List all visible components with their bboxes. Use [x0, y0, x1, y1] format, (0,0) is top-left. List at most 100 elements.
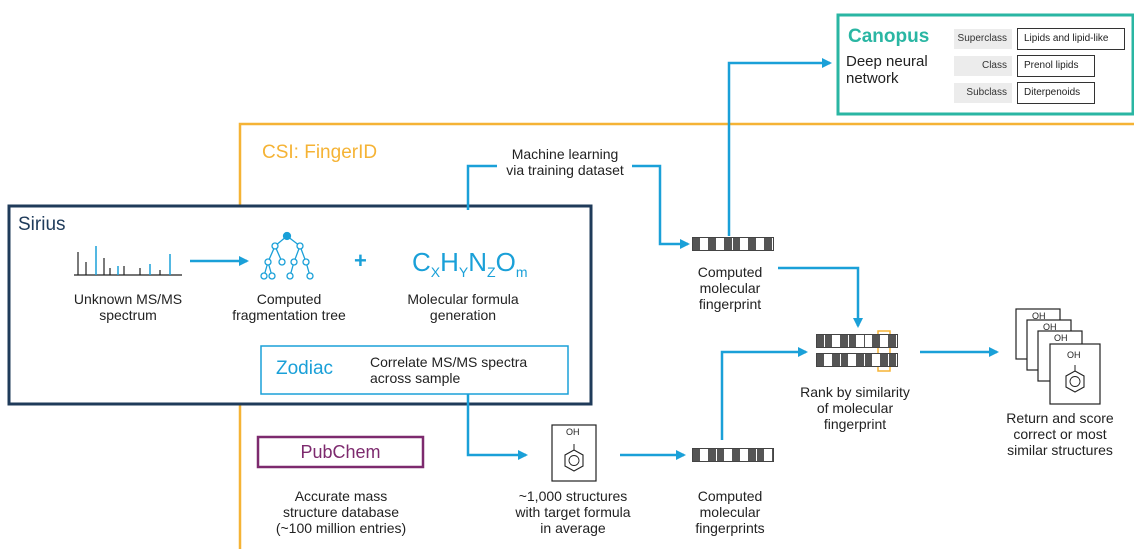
oh-label-stack-3: OH [1054, 333, 1068, 343]
fingerprint-cell [741, 449, 749, 461]
computed-fingerprints-label: Computed molecular fingerprints [678, 488, 782, 536]
fingerprint-cell [741, 238, 749, 250]
rank-fingerprint-bottom [816, 353, 898, 367]
computed-fp-line3: fingerprint [698, 296, 762, 312]
formula-x: X [430, 264, 441, 281]
fingerprint-cell [873, 335, 881, 347]
ml-line2: via training dataset [506, 162, 624, 178]
spectrum-line2: spectrum [99, 307, 157, 323]
fingerprint-cell [881, 354, 889, 366]
fingerprint-cell [701, 238, 709, 250]
oh-label-stack-1: OH [1032, 311, 1046, 321]
tree-label: Computed fragmentation tree [214, 291, 364, 323]
rank-line2: of molecular [816, 400, 894, 416]
csi-frame [238, 122, 1134, 549]
canopus-desc-line2: network [846, 70, 899, 87]
fingerprint-cell [757, 449, 765, 461]
ml-label: Machine learning via training dataset [482, 146, 648, 178]
rank-line1: Rank by similarity [800, 384, 910, 400]
fingerprint-cell [765, 238, 773, 250]
oh-label-card: OH [566, 427, 580, 437]
zodiac-line2: across sample [370, 370, 461, 386]
spectrum-line1: Unknown MS/MS [73, 291, 183, 307]
computed-fps-line2: molecular [699, 504, 761, 520]
structure-card-icon [551, 424, 597, 482]
zodiac-frame [260, 345, 569, 395]
tree-line2: fragmentation tree [232, 307, 346, 323]
structures-label: ~1,000 structures with target formula in… [498, 488, 648, 536]
fingerprint-cell [857, 335, 865, 347]
canopus-val-class: Prenol lipids [1017, 55, 1095, 77]
computed-fps-line1: Computed [697, 488, 763, 504]
structures-line2: with target formula [515, 504, 631, 520]
formula-n: N [468, 247, 488, 277]
fingerprint-cell [841, 354, 849, 366]
oh-label-stack-2: OH [1043, 322, 1057, 332]
molecular-formula: CXHYNZOm [412, 248, 528, 286]
rank-line3: fingerprint [823, 416, 887, 432]
fingerprint-cell [865, 335, 873, 347]
fingerprint-cell [833, 335, 841, 347]
computed-fp-line1: Computed [697, 264, 763, 280]
spectrum-icon [74, 246, 182, 276]
fingerprint-cell [749, 238, 757, 250]
result-stack-icon [1015, 308, 1101, 405]
fingerprint-cell [749, 449, 757, 461]
computed-fingerprint-bar [692, 237, 774, 251]
fingerprint-cell [857, 354, 865, 366]
fingerprint-cell [717, 238, 725, 250]
formula-label: Molecular formula generation [388, 291, 538, 323]
fingerprint-cell [889, 354, 897, 366]
fingerprint-cell [841, 335, 849, 347]
pubchem-line3: (~100 million entries) [275, 520, 407, 536]
formula-h: H [440, 247, 459, 277]
zodiac-title: Zodiac [276, 358, 334, 379]
canopus-val-subclass: Diterpenoids [1017, 82, 1095, 104]
result-line1: Return and score [1006, 410, 1114, 426]
tree-line1: Computed [256, 291, 322, 307]
result-line2: correct or most [1013, 426, 1107, 442]
fingerprint-cell [833, 354, 841, 366]
arrow-fingerprint-canopus [727, 58, 832, 236]
pubchem-line1: Accurate mass [294, 488, 388, 504]
fingerprint-cell [865, 354, 873, 366]
fingerprint-cell [725, 449, 733, 461]
computed-fp-line2: molecular [699, 280, 761, 296]
computed-fingerprints-bar [692, 448, 774, 462]
fingerprint-cell [717, 449, 725, 461]
spectrum-label: Unknown MS/MS spectrum [58, 291, 198, 323]
canopus-key-subclass: Subclass [954, 83, 1012, 103]
fingerprint-cell [733, 449, 741, 461]
pubchem-line2: structure database [283, 504, 399, 520]
formula-m: m [515, 264, 528, 281]
formula-o: O [495, 247, 516, 277]
zodiac-line1: Correlate MS/MS spectra [370, 354, 528, 370]
computed-fingerprint-label: Computed molecular fingerprint [680, 264, 780, 312]
canopus-val-superclass: Lipids and lipid-like [1017, 28, 1125, 50]
pubchem-frame [256, 435, 425, 469]
canopus-key-class: Class [954, 56, 1012, 76]
oh-label-stack-4: OH [1067, 350, 1081, 360]
fingerprint-cell [725, 238, 733, 250]
fingerprint-cell [817, 354, 825, 366]
canopus-title: Canopus [848, 26, 930, 47]
formula-c: C [412, 247, 431, 277]
zodiac-desc: Correlate MS/MS spectra across sample [370, 354, 527, 386]
formula-line2: generation [429, 307, 497, 323]
computed-fps-line3: fingerprints [695, 520, 765, 536]
fingerprint-cell [825, 335, 833, 347]
formula-y: Y [458, 264, 469, 281]
arrow-ml-fingerprint [466, 164, 688, 244]
fingerprint-cell [757, 238, 765, 250]
arrow-zodiac-structures [466, 394, 528, 460]
fingerprint-cell [709, 449, 717, 461]
fragmentation-tree-icon [260, 231, 314, 280]
fingerprint-cell [849, 335, 857, 347]
fingerprint-cell [849, 354, 857, 366]
rank-fingerprint-top [816, 334, 898, 348]
fingerprint-cell [817, 335, 825, 347]
canopus-desc-line1: Deep neural [846, 53, 928, 70]
canopus-key-superclass: Superclass [954, 29, 1012, 49]
